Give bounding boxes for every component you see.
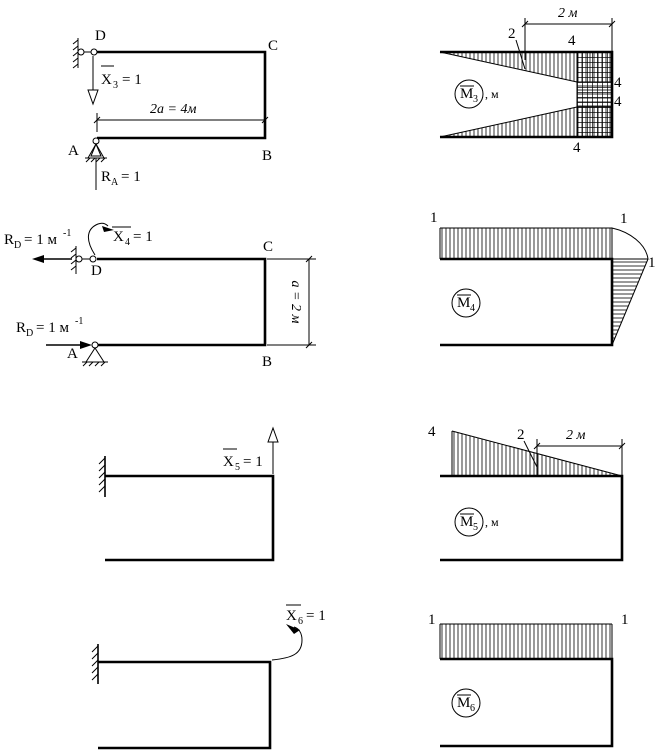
svg-text:R: R <box>4 232 14 248</box>
frame-m6 <box>440 657 614 748</box>
diagram-m4: 1 1 1 M 4 <box>430 210 656 347</box>
svg-text:6: 6 <box>470 703 475 714</box>
diagram-m5: 2 м 4 2 M 5 , м <box>428 424 626 562</box>
svg-text:D: D <box>14 240 21 251</box>
reaction-rd-bottom: R D = 1 м -1 <box>16 316 92 349</box>
m6-title: M 6 <box>451 688 481 718</box>
pin-support-a-x3 <box>85 137 107 190</box>
support-d-x4 <box>70 246 97 274</box>
frame-x3 <box>97 50 267 140</box>
force-x3-label: X 3 = 1 <box>101 65 142 91</box>
m5-dimension: 2 м <box>533 428 626 476</box>
diagram-m6: 1 1 M 6 <box>428 612 629 748</box>
frame-x6 <box>98 660 272 750</box>
m4-value-left-1: 1 <box>430 210 438 226</box>
svg-text:-1: -1 <box>63 228 71 239</box>
fixed-support-x6 <box>91 644 99 684</box>
svg-text:X: X <box>286 608 297 624</box>
frame-m3 <box>440 50 614 139</box>
svg-text:2 м: 2 м <box>558 6 578 21</box>
m3-value-2: 2 <box>508 26 516 42</box>
frame-x4 <box>97 257 267 347</box>
svg-text:5: 5 <box>235 462 240 473</box>
m6-value-right-1: 1 <box>621 612 629 628</box>
m3-value-right-4b: 4 <box>614 94 622 110</box>
svg-text:6: 6 <box>298 616 303 627</box>
svg-text:= 1: = 1 <box>306 608 326 624</box>
m3-title: M 3 , м <box>454 79 499 109</box>
m3-dimension: 2 м <box>521 6 616 60</box>
reaction-rd-top: R D = 1 м -1 <box>4 228 72 263</box>
scheme-x5: X 5 = 1 <box>98 426 279 562</box>
force-x3-arrow <box>87 56 99 106</box>
svg-text:, м: , м <box>485 87 499 101</box>
diagram-m3: 2 м 2 4 4 4 4 M 3 , м <box>439 6 622 156</box>
height-dimension: a = 2 м <box>267 255 316 349</box>
svg-text:R: R <box>16 320 26 336</box>
m4-title: M 4 <box>451 288 481 318</box>
m5-value-left-4: 4 <box>428 424 436 440</box>
m3-value-top-4: 4 <box>568 33 576 49</box>
svg-text:X: X <box>223 454 234 470</box>
svg-text:= 1: = 1 <box>243 454 263 470</box>
m3-value-right-4a: 4 <box>614 75 622 91</box>
svg-text:3: 3 <box>113 80 118 91</box>
pin-support-a-x4 <box>82 341 108 367</box>
svg-text:M: M <box>457 695 470 711</box>
svg-text:5: 5 <box>473 522 478 533</box>
m4-value-corner-1: 1 <box>620 211 628 227</box>
svg-text:R: R <box>101 169 111 185</box>
svg-text:D: D <box>26 328 33 339</box>
m3-value-bottom-4: 4 <box>573 140 581 156</box>
svg-text:M: M <box>460 514 473 530</box>
svg-text:= 1: = 1 <box>122 72 142 88</box>
frame-m5 <box>440 474 624 562</box>
frame-x5 <box>105 474 275 562</box>
svg-text:= 1 м: = 1 м <box>24 232 57 248</box>
scheme-x3: D C A B X 3 = 1 2a = 4м <box>68 28 278 190</box>
svg-text:-1: -1 <box>75 316 83 327</box>
moment-x6: X 6 = 1 <box>271 604 326 661</box>
span-dimension: 2a = 4м <box>93 102 269 132</box>
moment-x4: X 4 = 1 <box>87 222 153 256</box>
label-c-x4: C <box>263 239 273 255</box>
svg-text:M: M <box>457 295 470 311</box>
svg-text:2a = 4м: 2a = 4м <box>150 102 196 117</box>
force-x5-label: X 5 = 1 <box>223 448 263 473</box>
scheme-x4: D C A B R D = 1 м -1 X 4 = 1 a <box>4 222 316 370</box>
svg-text:a = 2 м: a = 2 м <box>288 281 303 324</box>
svg-text:X: X <box>101 72 112 88</box>
m6-value-left-1: 1 <box>428 612 436 628</box>
svg-text:4: 4 <box>125 237 130 248</box>
svg-text:M: M <box>460 86 473 102</box>
fixed-support-x5 <box>98 456 106 497</box>
svg-text:X: X <box>113 229 124 245</box>
m4-value-right-1: 1 <box>648 255 656 271</box>
label-d: D <box>95 28 106 44</box>
svg-text:4: 4 <box>470 303 475 314</box>
svg-text:= 1: = 1 <box>133 229 153 245</box>
scheme-x6: X 6 = 1 <box>91 604 326 750</box>
label-d-x4: D <box>91 263 102 279</box>
support-d-x3 <box>72 38 98 69</box>
m5-title: M 5 , м <box>454 507 499 537</box>
label-b-x4: B <box>262 354 272 370</box>
svg-text:2 м: 2 м <box>566 428 586 443</box>
label-a-x4: A <box>67 346 78 362</box>
label-c: C <box>268 38 278 54</box>
svg-text:3: 3 <box>473 94 478 105</box>
svg-text:A: A <box>111 177 119 188</box>
m5-value-mid-2: 2 <box>517 427 525 443</box>
force-x5-arrow <box>267 426 279 474</box>
label-b: B <box>262 148 272 164</box>
svg-text:= 1: = 1 <box>121 169 141 185</box>
reaction-ra-label: R A = 1 <box>101 169 141 188</box>
frame-m4 <box>440 257 614 347</box>
svg-text:, м: , м <box>485 515 499 529</box>
label-a: A <box>68 143 79 159</box>
svg-text:= 1 м: = 1 м <box>36 320 69 336</box>
